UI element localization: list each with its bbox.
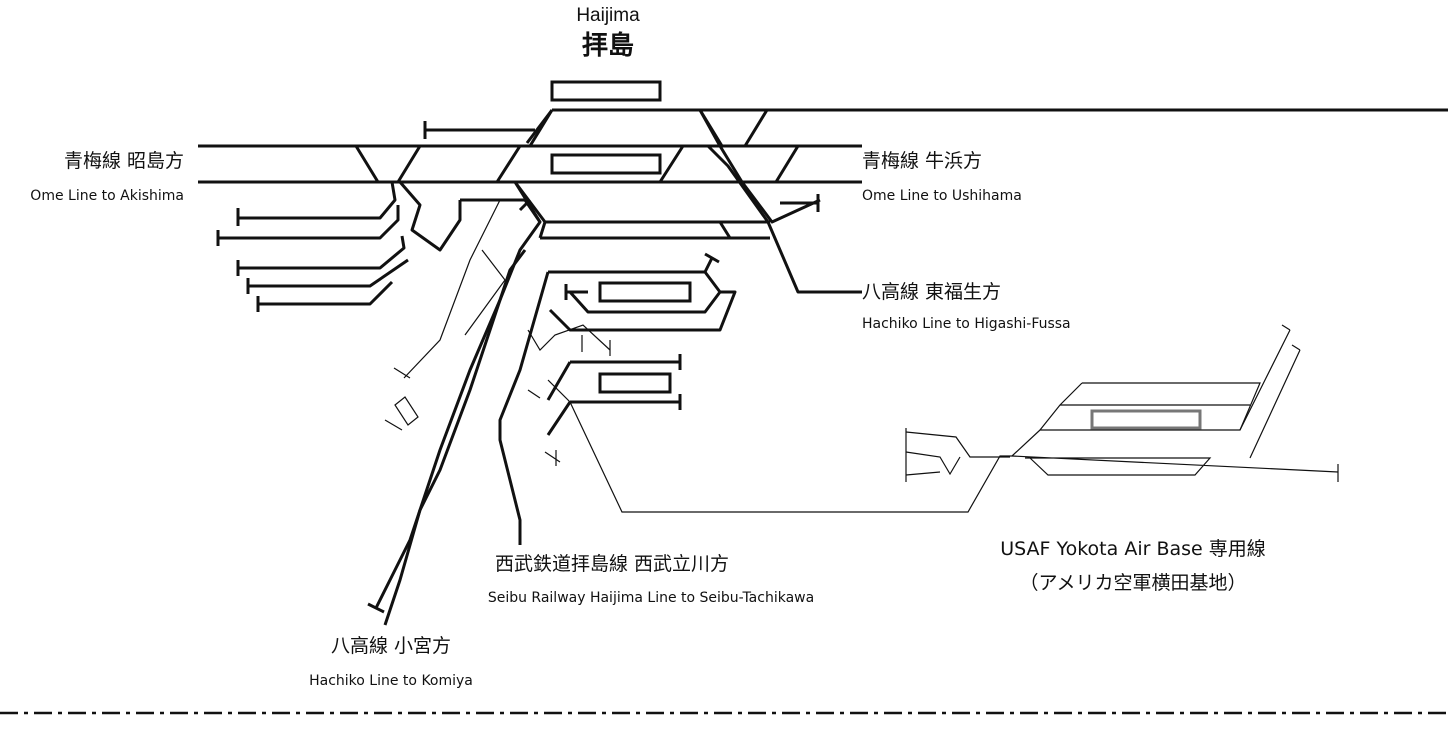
direction-hachiko-higashifussa-ja: 八高線 東福生方 bbox=[862, 281, 1002, 303]
platform-airbase bbox=[1090, 409, 1202, 430]
seibu-line bbox=[498, 271, 550, 545]
platform-top bbox=[550, 80, 662, 102]
thin-tracks bbox=[384, 199, 1339, 513]
crossover-left bbox=[354, 145, 422, 183]
direction-ome-akishima-ja: 青梅線 昭島方 bbox=[63, 150, 184, 172]
central-track-1 bbox=[513, 181, 770, 224]
yard-left-ladder bbox=[398, 181, 462, 252]
station-name-ja: 拝島 bbox=[581, 30, 635, 60]
hachiko-stub bbox=[703, 252, 720, 273]
station-name-en: Haijima bbox=[576, 5, 640, 26]
airbase-inner bbox=[527, 324, 611, 352]
airbase-far-branch bbox=[1249, 324, 1339, 482]
direction-ome-akishima-en: Ome Line to Akishima bbox=[30, 188, 184, 204]
platform-edge-top bbox=[528, 109, 722, 147]
yard-left-stops bbox=[216, 208, 260, 312]
airbase-yard bbox=[905, 431, 1010, 476]
yard-left-3 bbox=[238, 235, 406, 270]
thin-siding-stops bbox=[384, 367, 411, 431]
platform-main bbox=[550, 153, 662, 175]
direction-seibu-tachikawa-ja: 西武鉄道拝島線 西武立川方 bbox=[494, 553, 730, 575]
direction-usaf-yokota-en: （アメリカ空軍横田基地） bbox=[1019, 572, 1247, 594]
hachiko-stub-2 bbox=[564, 284, 588, 300]
direction-hachiko-higashifussa-en: Hachiko Line to Higashi-Fussa bbox=[862, 316, 1071, 332]
yard-left-5 bbox=[258, 280, 394, 306]
seibu-platform-loop bbox=[546, 360, 680, 436]
hachiko-loop-lower bbox=[548, 290, 737, 332]
airbase-stops bbox=[527, 340, 611, 466]
east-yard-track bbox=[740, 181, 821, 224]
main-tracks bbox=[198, 108, 1448, 626]
platform-hachiko bbox=[598, 281, 692, 303]
direction-ome-ushihama-ja: 青梅線 牛浜方 bbox=[862, 150, 983, 172]
hachiko-loop bbox=[548, 270, 722, 314]
airbase-platform-outline-2 bbox=[1039, 382, 1083, 431]
platform-seibu bbox=[598, 372, 672, 394]
yard-left-1 bbox=[238, 181, 397, 220]
hachiko-south-stop bbox=[367, 602, 385, 614]
crossover-right-2 bbox=[718, 145, 800, 183]
airbase-platform-outline bbox=[1011, 382, 1339, 476]
direction-hachiko-komiya-ja: 八高線 小宮方 bbox=[330, 635, 452, 657]
hachiko-south-1 bbox=[374, 198, 542, 609]
thin-siding-box bbox=[394, 396, 419, 426]
crossover-center bbox=[495, 145, 685, 183]
direction-ome-ushihama-en: Ome Line to Ushihama bbox=[862, 188, 1022, 204]
thin-siding-left bbox=[403, 199, 506, 379]
direction-seibu-tachikawa-en: Seibu Railway Haijima Line to Seibu-Tach… bbox=[487, 590, 815, 606]
central-track-2 bbox=[538, 221, 770, 240]
direction-hachiko-komiya-en: Hachiko Line to Komiya bbox=[309, 673, 473, 689]
yard-left-4 bbox=[248, 258, 409, 288]
direction-usaf-yokota-ja: USAF Yokota Air Base 専用線 bbox=[1000, 538, 1266, 560]
yard-left-2 bbox=[218, 205, 400, 240]
airbase-line bbox=[547, 329, 1291, 513]
hachiko-south-2 bbox=[383, 249, 527, 626]
top-siding bbox=[424, 109, 554, 144]
platforms bbox=[550, 80, 1202, 430]
